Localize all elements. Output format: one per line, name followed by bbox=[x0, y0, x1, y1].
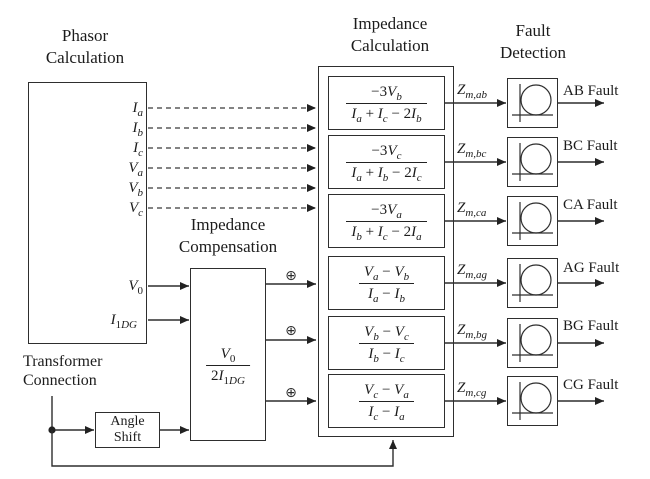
impedance-compensation-box: V0 2I1DG bbox=[190, 268, 266, 441]
signal-label-va: Va bbox=[128, 160, 143, 179]
signal-label-vc: Vc bbox=[128, 200, 143, 219]
transformer-connection-label: Transformer Connection bbox=[23, 353, 103, 389]
transformer-connection-wires bbox=[48, 396, 397, 467]
mho-detector-box-bg bbox=[507, 318, 558, 368]
impedance-output-label-bg: Zm,bg bbox=[457, 322, 488, 341]
fault-output-arrows bbox=[558, 99, 604, 405]
impedance-output-label-bc: Zm,bc bbox=[457, 141, 487, 160]
signal-label-ib: Ib bbox=[132, 120, 144, 139]
fault-label-ca: CA Fault bbox=[563, 197, 618, 213]
impedance-output-label-ca: Zm,ca bbox=[457, 200, 487, 219]
sum-junction-icon: ⊕ bbox=[285, 268, 297, 284]
fault-label-bc: BC Fault bbox=[563, 138, 618, 154]
impedance-output-label-ag: Zm,ag bbox=[457, 262, 488, 281]
mho-characteristic-icon bbox=[512, 143, 553, 181]
mho-characteristic-icon bbox=[512, 264, 553, 302]
mho-characteristic-icon bbox=[512, 382, 553, 420]
phasor-calculation-box bbox=[28, 82, 147, 344]
impedance-output-arrows bbox=[445, 99, 506, 405]
angle-shift-box: Angle Shift bbox=[95, 412, 160, 448]
fault-label-ag: AG Fault bbox=[563, 260, 620, 276]
sum-junction-icon: ⊕ bbox=[285, 385, 297, 401]
compensation-output-arrows bbox=[266, 280, 316, 405]
mho-detector-box-bc bbox=[507, 137, 558, 187]
sum-junction-icon: ⊕ bbox=[285, 323, 297, 339]
impedance-compensation-title: Impedance Compensation bbox=[178, 215, 278, 256]
fault-label-bg: BG Fault bbox=[563, 318, 619, 334]
phasor-dashed-signal-arrows bbox=[148, 104, 316, 212]
impedance-calculation-box bbox=[318, 66, 454, 437]
fault-label-ab: AB Fault bbox=[563, 83, 619, 99]
signal-label-ic: Ic bbox=[133, 140, 143, 159]
mho-characteristic-icon bbox=[512, 202, 553, 240]
signal-label-ia: Ia bbox=[132, 100, 144, 119]
feedback-line-to-calculation bbox=[51, 430, 397, 467]
signal-label-v0: V0 bbox=[128, 278, 143, 297]
mho-characteristic-icon bbox=[512, 324, 553, 362]
mho-detector-box-ag bbox=[507, 258, 558, 308]
fault-label-cg: CG Fault bbox=[563, 377, 619, 393]
mho-detector-box-ab bbox=[507, 78, 558, 128]
impedance-output-label-cg: Zm,cg bbox=[457, 380, 487, 399]
compensation-formula: V0 2I1DG bbox=[206, 345, 250, 386]
signal-label-vb: Vb bbox=[128, 180, 143, 199]
signal-label-i1dg: I1DG bbox=[110, 312, 137, 331]
mho-characteristic-icon bbox=[512, 84, 553, 122]
phasor-solid-signal-arrows bbox=[148, 282, 189, 324]
impedance-calculation-title: Impedance Calculation bbox=[350, 14, 430, 55]
impedance-output-label-ab: Zm,ab bbox=[457, 82, 488, 101]
phasor-calculation-title: Phasor Calculation bbox=[45, 26, 125, 67]
mho-detector-box-ca bbox=[507, 196, 558, 246]
fault-detection-title: Fault Detection bbox=[499, 21, 567, 62]
mho-detector-box-cg bbox=[507, 376, 558, 426]
